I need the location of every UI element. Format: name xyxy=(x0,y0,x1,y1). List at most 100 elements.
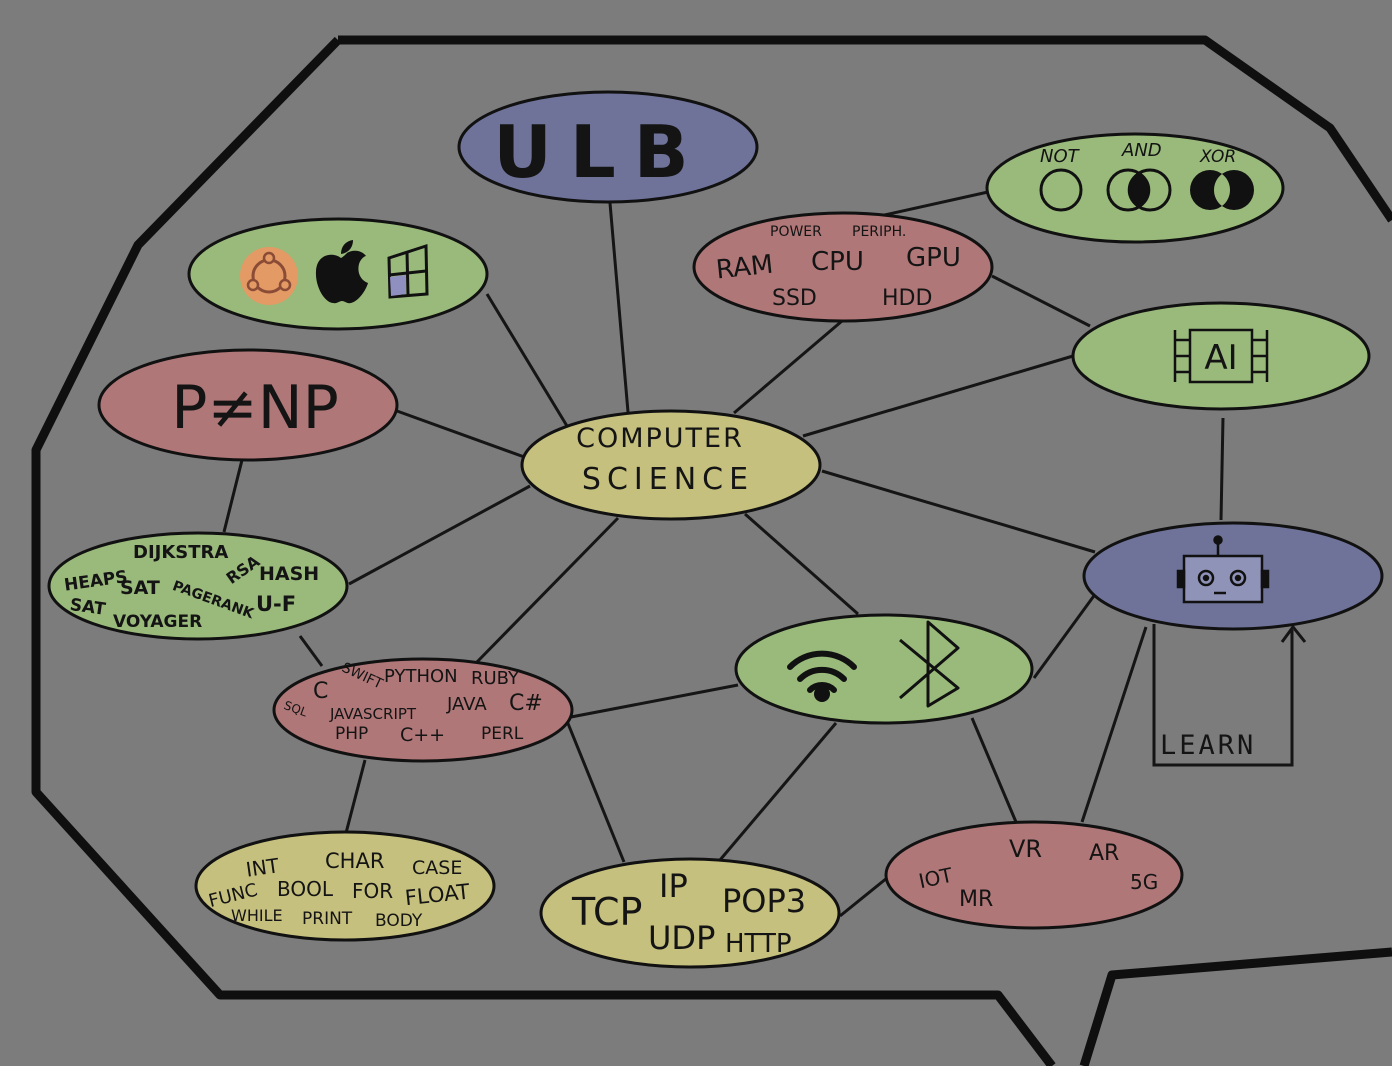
ram-label: RAM xyxy=(715,250,775,286)
edge-wireless-protocols xyxy=(718,722,838,861)
char-label: CHAR xyxy=(325,849,384,873)
node-ai: AI xyxy=(1071,301,1371,411)
node-basics: INT CHAR CASE FUNC BOOL FOR FLOAT WHILE … xyxy=(194,830,496,942)
ssd-label: SSD xyxy=(772,286,817,311)
wifi-icon xyxy=(787,650,857,702)
edge-protocols-emerging xyxy=(839,876,888,918)
learn-loop-arrow xyxy=(1152,624,1294,767)
periph-label: PERIPH. xyxy=(852,224,906,240)
edge-hw-logic xyxy=(879,190,989,218)
c-label: C xyxy=(313,679,328,704)
edge-os-cs xyxy=(485,293,569,427)
for-label: FOR xyxy=(352,879,393,903)
sat1-label: SAT xyxy=(120,577,160,599)
edge-ai-robot xyxy=(1219,417,1225,521)
edge-wireless-emerging xyxy=(970,717,1018,823)
http-label: HTTP xyxy=(725,929,792,959)
java-label: JAVA xyxy=(446,694,487,715)
and-label: AND xyxy=(1121,140,1162,161)
node-emerging-tech: IOT VR AR MR 5G xyxy=(884,820,1184,930)
not-label: NOT xyxy=(1040,146,1081,167)
cs-line1: COMPUTER xyxy=(576,423,744,454)
p-np-label: P≠NP xyxy=(171,373,339,443)
case-label: CASE xyxy=(412,857,462,879)
edge-cs-algo xyxy=(348,484,531,586)
fiveg-label: 5G xyxy=(1130,870,1158,894)
node-computer-science: COMPUTER SCIENCE xyxy=(520,409,822,521)
node-languages: PYTHON RUBY C SWIFT JAVA C# SQL JAVASCRI… xyxy=(272,657,574,763)
xor-label: XOR xyxy=(1199,147,1236,167)
pop3-label: POP3 xyxy=(722,882,806,920)
edge-lang-basics xyxy=(344,759,367,834)
perl-label: PERL xyxy=(481,724,524,744)
edge-ulb-cs xyxy=(608,202,630,413)
cpp-label: C++ xyxy=(400,724,445,746)
node-wireless xyxy=(734,613,1034,725)
hdd-label: HDD xyxy=(882,286,932,311)
node-logic-gates: NOT AND XOR xyxy=(985,132,1285,244)
ruby-label: RUBY xyxy=(471,668,520,689)
node-protocols: TCP IP POP3 UDP HTTP xyxy=(539,857,841,969)
gpu-label: GPU xyxy=(906,243,961,273)
vr-label: VR xyxy=(1009,835,1042,863)
speech-bubble-outline xyxy=(31,35,1392,1066)
python-label: PYTHON xyxy=(384,666,458,687)
edge-wireless-robot xyxy=(1032,592,1098,679)
mr-label: MR xyxy=(959,887,993,912)
uf-label: U-F xyxy=(256,592,296,616)
learn-label: LEARN xyxy=(1160,730,1256,761)
cs-line2: SCIENCE xyxy=(582,462,754,497)
cpu-label: CPU xyxy=(811,247,864,277)
csharp-label: C# xyxy=(509,691,543,716)
edge-lang-wireless xyxy=(570,683,739,719)
php-label: PHP xyxy=(335,724,368,744)
print-label: PRINT xyxy=(302,909,353,929)
ulb-label: ULB xyxy=(493,110,706,194)
edge-robot-emerging xyxy=(1080,626,1148,823)
robot-icon xyxy=(1176,535,1270,604)
ai-label: AI xyxy=(1204,338,1237,378)
bool-label: BOOL xyxy=(277,877,334,901)
edges xyxy=(222,190,1225,918)
node-algorithms: DIJKSTRA RSA HEAPS SAT HASH SAT PAGERANK… xyxy=(47,531,349,641)
node-robot xyxy=(1082,521,1384,631)
edge-cs-lang xyxy=(474,516,620,665)
learn-loop xyxy=(1152,624,1307,767)
ip-label: IP xyxy=(659,867,688,905)
xor-gate-venn-icon xyxy=(1190,170,1254,210)
node-hardware: POWER PERIPH. RAM CPU GPU SSD HDD xyxy=(692,211,994,323)
and-gate-venn-icon xyxy=(1106,168,1172,212)
edge-lang-protocols xyxy=(565,720,626,863)
edge-cs-wireless xyxy=(744,512,859,616)
hash-label: HASH xyxy=(259,563,319,585)
node-p-np: P≠NP xyxy=(97,348,399,462)
dijkstra-label: DIJKSTRA xyxy=(133,542,228,563)
ai-chip-icon xyxy=(1173,328,1269,384)
power-label: POWER xyxy=(770,224,822,240)
ar-label: AR xyxy=(1089,841,1119,866)
edge-algo-lang xyxy=(298,635,324,667)
edge-cs-robot xyxy=(821,469,1096,554)
voyager-label: VOYAGER xyxy=(113,612,202,632)
edge-pnp-algo xyxy=(222,459,244,533)
node-ulb: ULB xyxy=(457,90,759,204)
learn-arrowhead-icon xyxy=(1280,624,1307,643)
edge-hw-cs xyxy=(733,319,843,415)
while-label: WHILE xyxy=(231,906,283,925)
body-label: BODY xyxy=(375,911,423,931)
edge-ai-cs xyxy=(802,354,1074,438)
apple-icon xyxy=(315,240,368,304)
tcp-label: TCP xyxy=(571,890,642,934)
int-label: INT xyxy=(244,853,281,881)
ubuntu-icon xyxy=(240,247,298,305)
sat2-label: SAT xyxy=(69,595,108,620)
bluetooth-icon xyxy=(899,620,960,708)
udp-label: UDP xyxy=(648,919,715,957)
windows-icon xyxy=(387,243,429,299)
not-gate-circle-icon xyxy=(1039,168,1083,212)
edge-hw-ai xyxy=(991,274,1091,328)
edge-pnp-cs xyxy=(396,409,528,460)
javascript-label: JAVASCRIPT xyxy=(329,705,417,723)
